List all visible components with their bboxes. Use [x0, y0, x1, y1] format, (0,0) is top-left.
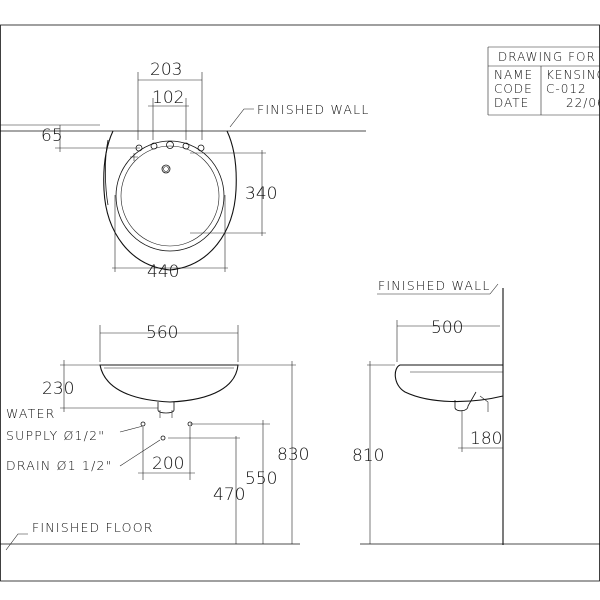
title-block-code-value: C-012: [546, 82, 587, 96]
side-view: FINISHED WALL 500 810 180: [352, 278, 600, 545]
title-block-date-key: DATE: [494, 96, 529, 110]
front-view: 560 230 WATER SUPPLY Ø1/2" DRAIN Ø1 1/2"…: [0, 323, 309, 551]
dim-560: 560: [146, 323, 178, 343]
basin-side-outline: [394, 364, 504, 403]
basin-top-outline: [103, 130, 237, 271]
dim-810: 810: [352, 446, 384, 466]
title-block-name-value: KENSING: [546, 68, 600, 82]
dim-340: 340: [245, 184, 277, 204]
dim-180: 180: [470, 429, 502, 449]
basin-bowl: [115, 140, 225, 252]
side-wall-label: FINISHED WALL: [378, 278, 491, 293]
dim-203: 203: [150, 60, 182, 80]
basin-front-outline: [99, 364, 239, 403]
dim-440: 440: [147, 262, 179, 282]
dim-830: 830: [277, 445, 309, 465]
floor-label: FINISHED FLOOR: [32, 520, 154, 535]
title-block-date-value: 22/06/: [566, 96, 600, 110]
dim-500: 500: [431, 318, 463, 338]
dim-550: 550: [245, 469, 277, 489]
top-view: FINISHED WALL 203 102 65 34: [0, 60, 370, 282]
dim-65: 65: [41, 126, 63, 146]
supply-label: SUPPLY Ø1/2": [6, 428, 105, 443]
dim-470: 470: [213, 485, 245, 505]
top-wall-label: FINISHED WALL: [257, 102, 370, 117]
water-label: WATER: [6, 406, 55, 421]
dim-102: 102: [152, 88, 184, 108]
title-block-name-key: NAME: [494, 68, 533, 82]
title-block-code-key: CODE: [494, 82, 533, 96]
title-block: DRAWING FOR NAME KENSING CODE C-012 DATE…: [487, 46, 600, 116]
drain-label: DRAIN Ø1 1/2": [6, 458, 113, 473]
dim-230: 230: [42, 379, 74, 399]
title-block-header: DRAWING FOR: [498, 50, 596, 64]
dim-200: 200: [152, 454, 184, 474]
